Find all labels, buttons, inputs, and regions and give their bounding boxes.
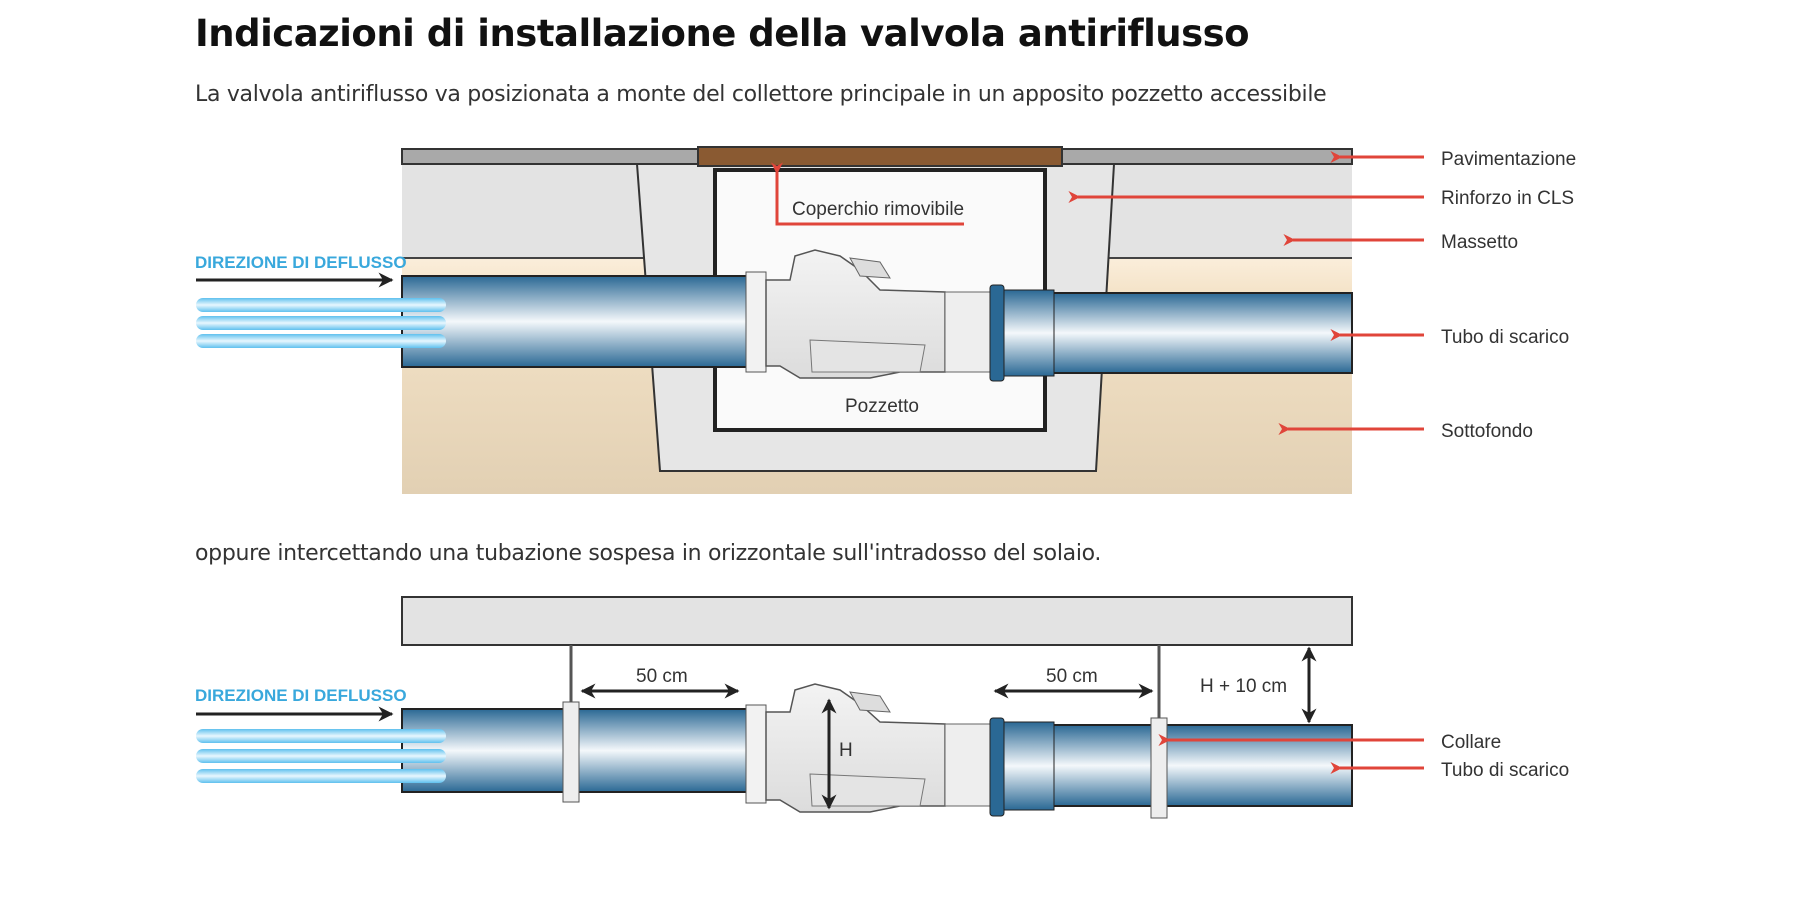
legend-tubo: Tubo di scarico bbox=[1441, 327, 1569, 348]
ceiling-slab bbox=[401, 596, 1353, 646]
dimension-right-label: 50 cm bbox=[1046, 666, 1098, 687]
dimension-height-label: H + 10 cm bbox=[1200, 676, 1287, 697]
drain-pipe-left bbox=[401, 275, 748, 368]
collar-left bbox=[562, 701, 580, 803]
diagram-well: DIREZIONE DI DEFLUSSO Coperchio rimovibi… bbox=[195, 146, 1576, 494]
backflow-valve bbox=[745, 683, 1055, 817]
backflow-valve bbox=[745, 249, 1055, 382]
well-label: Pozzetto bbox=[845, 396, 919, 417]
flow-direction-label: DIREZIONE DI DEFLUSSO bbox=[195, 253, 407, 272]
cover-label: Coperchio rimovibile bbox=[792, 199, 964, 220]
legend-tubo: Tubo di scarico bbox=[1441, 760, 1569, 781]
valve-height-label: H bbox=[839, 740, 853, 761]
intro-text: La valvola antiriflusso va posizionata a… bbox=[195, 82, 1327, 107]
water-flow-icon bbox=[196, 298, 446, 348]
legend-collare: Collare bbox=[1441, 732, 1501, 753]
flow-direction-label: DIREZIONE DI DEFLUSSO bbox=[195, 686, 407, 705]
legend-rinforzo: Rinforzo in CLS bbox=[1441, 188, 1574, 209]
second-text: oppure intercettando una tubazione sospe… bbox=[195, 541, 1102, 566]
collar-right bbox=[1150, 717, 1168, 819]
dimension-left-label: 50 cm bbox=[636, 666, 688, 687]
legend-sottofondo: Sottofondo bbox=[1441, 421, 1533, 442]
diagram-suspended: DIREZIONE DI DEFLUSSO 50 cm 50 cm H + 10… bbox=[195, 596, 1569, 819]
water-flow-icon bbox=[196, 729, 446, 783]
legend-pavimentazione: Pavimentazione bbox=[1441, 149, 1576, 170]
legend-massetto: Massetto bbox=[1441, 232, 1518, 253]
removable-cover bbox=[697, 146, 1063, 167]
page-title: Indicazioni di installazione della valvo… bbox=[195, 12, 1250, 55]
cover-pointer bbox=[771, 162, 964, 226]
